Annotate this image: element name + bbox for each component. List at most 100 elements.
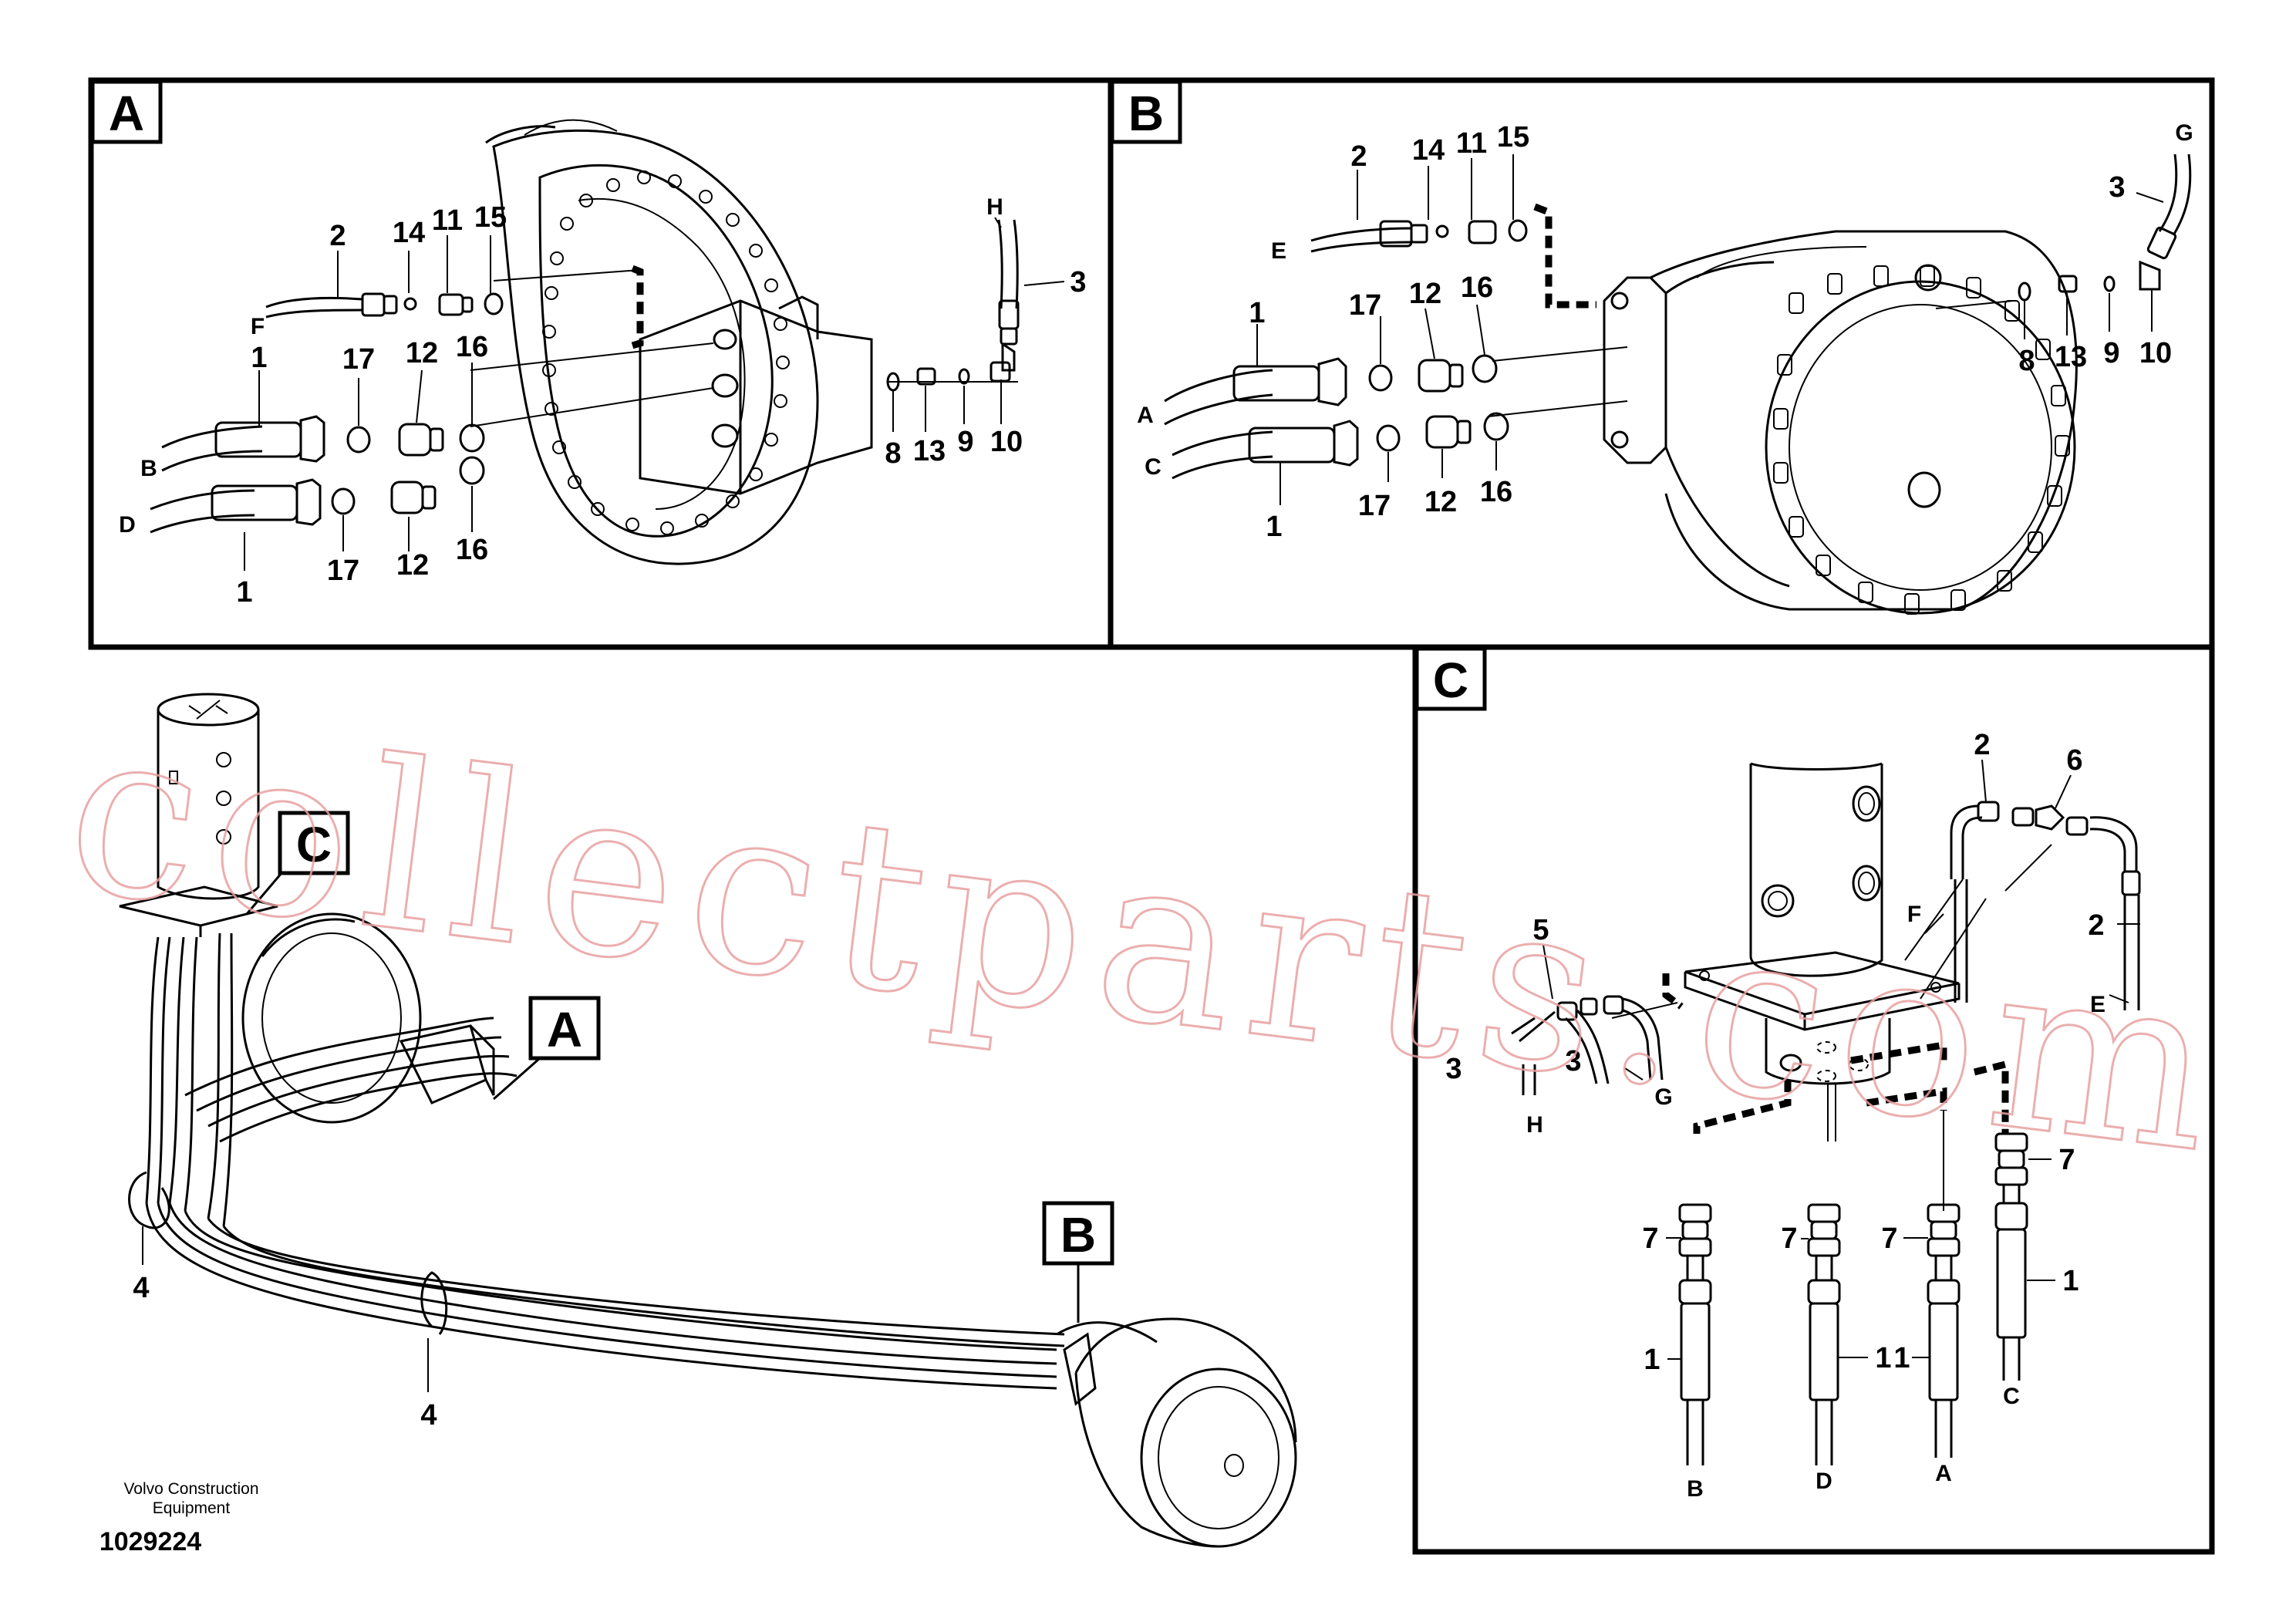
svg-text:1: 1 xyxy=(2062,1265,2079,1297)
panel-b-labels: 2 14 11 15 E 1 17 12 16 A C 1 17 12 16 G… xyxy=(1137,120,2193,543)
panel-a-tag: A xyxy=(90,79,163,144)
svg-text:2: 2 xyxy=(2088,909,2104,942)
svg-text:9: 9 xyxy=(2103,337,2119,369)
svg-text:1: 1 xyxy=(236,576,252,609)
svg-text:1: 1 xyxy=(1249,297,1265,329)
svg-text:3: 3 xyxy=(1565,1045,1581,1077)
svg-text:2: 2 xyxy=(1350,140,1367,173)
svg-text:7: 7 xyxy=(1642,1222,1658,1255)
svg-text:16: 16 xyxy=(1480,476,1512,508)
svg-text:12: 12 xyxy=(1409,278,1441,310)
svg-text:D: D xyxy=(1816,1469,1832,1494)
svg-text:4: 4 xyxy=(420,1399,437,1431)
svg-text:14: 14 xyxy=(1412,134,1445,167)
svg-text:C: C xyxy=(296,817,332,872)
svg-text:G: G xyxy=(2175,120,2193,146)
svg-text:E: E xyxy=(1271,238,1286,264)
svg-text:12: 12 xyxy=(406,337,438,369)
svg-text:1: 1 xyxy=(1266,511,1282,543)
svg-text:16: 16 xyxy=(1461,271,1493,304)
overview-callout-c: C xyxy=(245,811,350,915)
svg-text:E: E xyxy=(2090,992,2106,1017)
svg-text:16: 16 xyxy=(456,534,488,566)
svg-text:B: B xyxy=(140,456,157,481)
svg-text:7: 7 xyxy=(1781,1222,1797,1255)
svg-text:H: H xyxy=(986,194,1003,220)
svg-text:A: A xyxy=(1137,403,1154,428)
svg-text:16: 16 xyxy=(456,331,488,363)
svg-text:C: C xyxy=(1145,454,1161,480)
svg-text:3: 3 xyxy=(1445,1053,1462,1085)
svg-text:H: H xyxy=(1526,1112,1543,1138)
swivel-joint-c xyxy=(1684,762,1961,1085)
drawing-number: 1029224 xyxy=(99,1527,201,1556)
svg-text:7: 7 xyxy=(2058,1144,2075,1176)
svg-text:B: B xyxy=(1128,86,1164,141)
travel-motor-a xyxy=(485,119,873,565)
overview-callout-a: A xyxy=(493,996,601,1101)
overview-callout-b: B xyxy=(1042,1201,1114,1323)
footer-block: Volvo Construction Equipment 1029224 xyxy=(99,1480,259,1556)
svg-text:8: 8 xyxy=(2018,345,2035,377)
svg-text:12: 12 xyxy=(396,549,429,582)
svg-text:17: 17 xyxy=(1349,289,1381,322)
svg-text:F: F xyxy=(1907,902,1921,927)
svg-text:B: B xyxy=(1687,1476,1704,1502)
svg-text:C: C xyxy=(1433,653,1468,708)
svg-text:17: 17 xyxy=(327,555,359,587)
hose-a-c xyxy=(1927,1203,1961,1458)
panel-b-tag: B xyxy=(1110,79,1182,144)
svg-text:10: 10 xyxy=(990,426,1023,458)
svg-text:12: 12 xyxy=(1424,486,1457,518)
svg-text:1: 1 xyxy=(1644,1344,1660,1376)
svg-text:17: 17 xyxy=(342,343,375,376)
connection-dash-a xyxy=(631,265,644,349)
svg-text:D: D xyxy=(119,512,136,538)
svg-text:A: A xyxy=(1935,1461,1952,1486)
svg-text:B: B xyxy=(1060,1207,1096,1263)
svg-text:14: 14 xyxy=(393,217,425,249)
panel-b-drawing: 2 14 11 15 E 1 17 12 16 A C 1 17 12 16 G… xyxy=(1137,120,2193,615)
svg-text:5: 5 xyxy=(1532,914,1549,946)
panel-c-tag: C xyxy=(1414,646,1487,711)
company-name-line2: Equipment xyxy=(153,1499,231,1517)
overview-labels: 4 4 xyxy=(133,1226,437,1431)
hose-c-c xyxy=(1994,1132,2028,1381)
svg-text:11: 11 xyxy=(432,204,463,237)
svg-text:13: 13 xyxy=(913,435,946,467)
svg-text:7: 7 xyxy=(1881,1222,1897,1255)
svg-text:A: A xyxy=(547,1002,582,1057)
svg-text:3: 3 xyxy=(2109,171,2125,204)
svg-text:2: 2 xyxy=(329,220,346,252)
svg-text:15: 15 xyxy=(1497,121,1529,153)
svg-text:9: 9 xyxy=(957,426,973,458)
svg-text:F: F xyxy=(251,314,265,339)
panel-a-labels: 2 14 11 15 F 1 17 12 16 B D 1 17 12 16 H… xyxy=(119,194,1086,609)
svg-text:6: 6 xyxy=(2066,744,2082,777)
panel-c-labels: 2 6 F 2 E 5 3 3 H G 7 7 7 7 1 1 1 1 B D … xyxy=(1445,729,2106,1502)
panel-c-frame xyxy=(1412,644,2215,1555)
svg-text:3: 3 xyxy=(1070,266,1086,298)
svg-text:4: 4 xyxy=(133,1272,149,1304)
panel-b-frame xyxy=(1108,77,2215,650)
panel-a-drawing: 2 14 11 15 F 1 17 12 16 B D 1 17 12 16 H… xyxy=(119,119,1087,609)
svg-text:15: 15 xyxy=(474,201,507,234)
travel-motor-b xyxy=(1603,230,2078,615)
svg-text:1: 1 xyxy=(251,342,267,374)
svg-text:13: 13 xyxy=(2055,341,2087,373)
svg-text:10: 10 xyxy=(2139,337,2172,369)
company-name-line1: Volvo Construction xyxy=(123,1480,258,1498)
hose-d-c xyxy=(1807,1203,1841,1465)
svg-text:A: A xyxy=(109,86,144,141)
hose-b-c xyxy=(1678,1203,1712,1465)
svg-text:1: 1 xyxy=(1875,1342,1891,1374)
watermark: collectparts.com xyxy=(55,674,2240,1206)
svg-text:2: 2 xyxy=(1974,729,1990,761)
svg-text:8: 8 xyxy=(885,437,901,470)
svg-text:17: 17 xyxy=(1358,490,1391,522)
connection-dash-b xyxy=(1533,203,1596,309)
panel-c-drawing: 2 6 F 2 E 5 3 3 H G 7 7 7 7 1 1 1 1 B D … xyxy=(1445,729,2141,1502)
svg-text:G: G xyxy=(1654,1084,1672,1110)
overview-drawing xyxy=(119,693,1297,1548)
